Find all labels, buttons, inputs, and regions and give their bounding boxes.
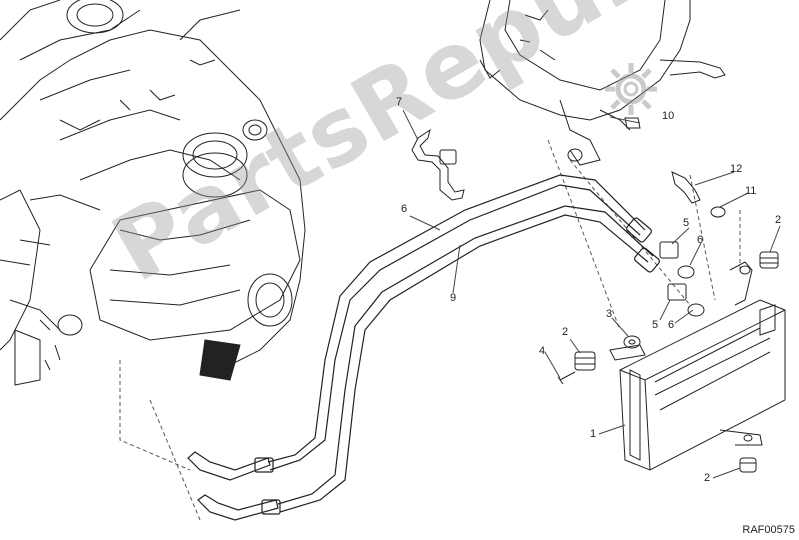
- callout-11: 11: [745, 185, 757, 197]
- callout-7: 6: [401, 203, 408, 215]
- hose-clamp: [411, 128, 465, 201]
- callout-12: 12: [730, 163, 743, 175]
- oil-cooler: [609, 261, 786, 471]
- callout-2-top: 2: [775, 214, 782, 226]
- reference-code: RAF00575: [742, 524, 795, 536]
- callout-9: 9: [450, 292, 457, 304]
- callout-8: 7: [396, 96, 403, 108]
- callout-2-bottom: 2: [704, 472, 711, 484]
- callout-10: 10: [662, 110, 675, 122]
- callout-6-bottom: 6: [668, 319, 675, 331]
- callout-leaders: [402, 109, 781, 479]
- callout-4: 4: [539, 345, 546, 357]
- gear-icon: [602, 60, 660, 123]
- oil-hoses: [187, 174, 660, 521]
- callout-2-mid: 2: [562, 326, 569, 338]
- callout-3: 3: [606, 308, 613, 320]
- callout-5-bottom: 5: [652, 319, 659, 331]
- engine-block: [0, 0, 306, 386]
- small-parts: [557, 117, 779, 473]
- leader-lines: [119, 139, 741, 521]
- callout-5-top: 5: [683, 217, 690, 229]
- callout-1: 1: [590, 428, 597, 440]
- callout-6-top: 6: [697, 234, 704, 246]
